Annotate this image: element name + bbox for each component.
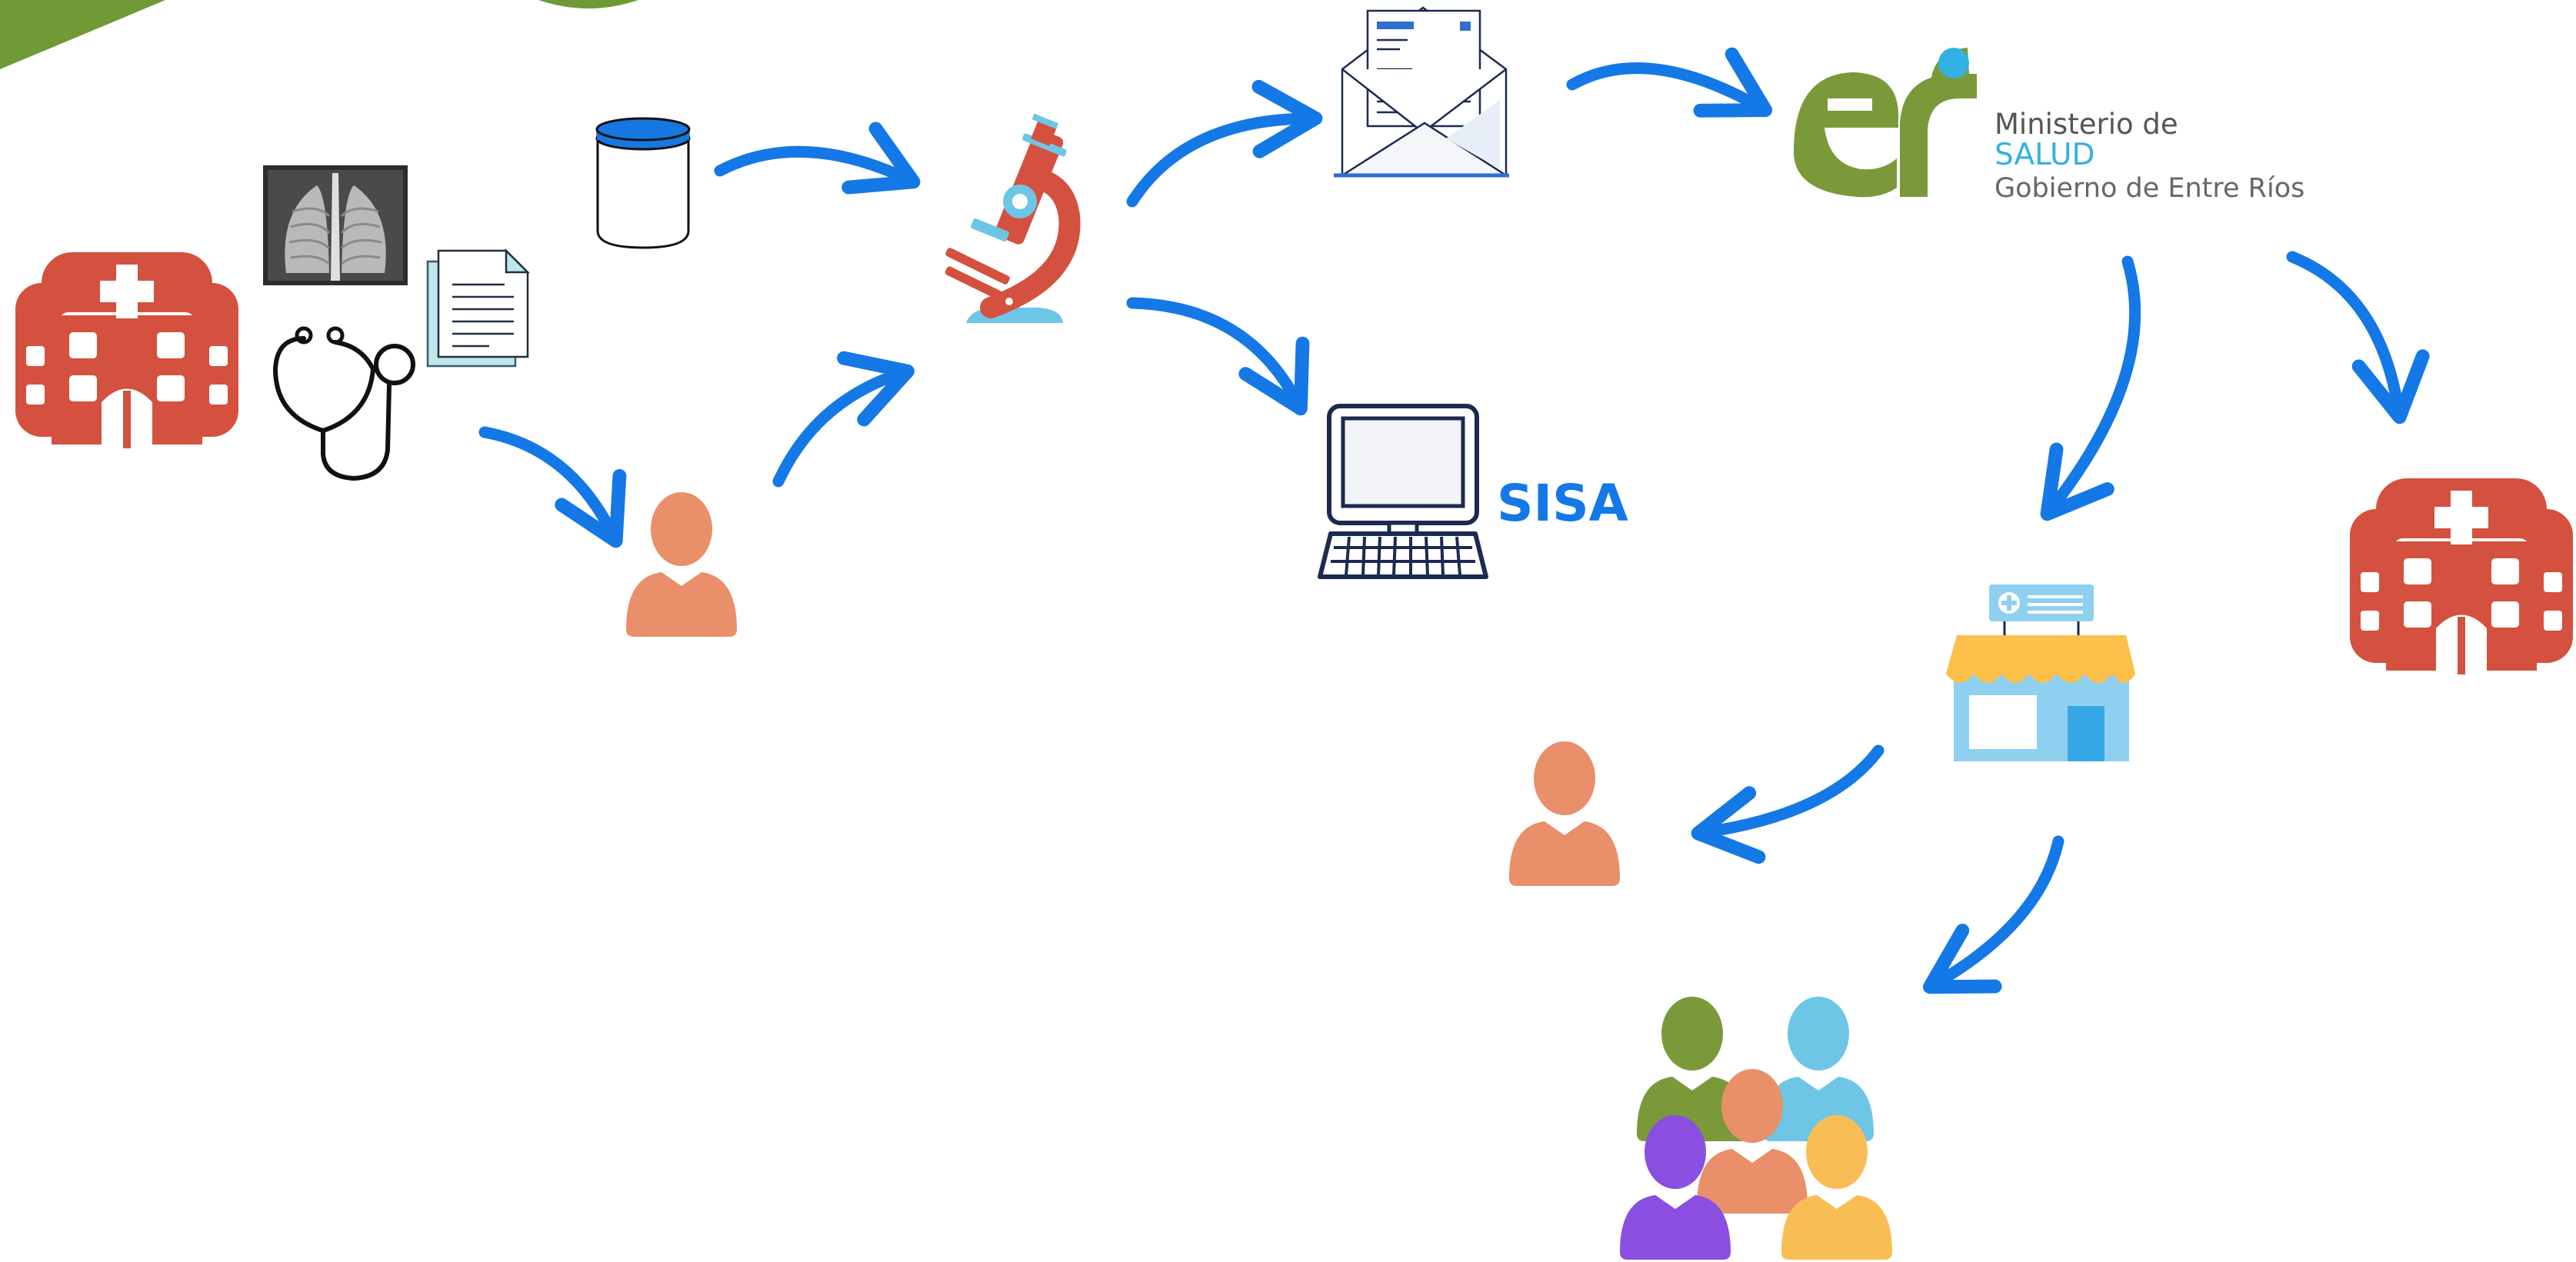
flow-arrow [714,122,921,195]
group-icon [1620,997,1892,1260]
specimen-container-icon [595,117,691,249]
corner-decoration [538,0,638,8]
flow-arrow [478,426,627,548]
document-icon [426,248,531,368]
computer-icon [1318,404,1488,579]
ministry-salud: SALUD [1994,138,2095,172]
ministry-name: Ministerio de [1994,108,2178,141]
person-icon [1509,741,1620,886]
flow-arrow [1126,297,1310,416]
ministry-government: Gobierno de Entre Ríos [1994,173,2304,204]
microscope-icon [945,113,1081,323]
flow-arrow [1923,835,2064,994]
hospital-icon [15,252,238,448]
envelope-icon [1334,6,1509,178]
flow-arrow [2040,255,2141,521]
ministry-logo: Ministerio de SALUD Gobierno de Entre Rí… [1793,48,2304,204]
stethoscope-icon [272,326,415,481]
person-icon [626,492,737,637]
flow-arrow [1566,47,1773,118]
flow-arrow [1691,744,1885,864]
flow-arrow [772,351,915,488]
clinic-icon [1946,584,2135,761]
xray-image [263,165,408,285]
flow-arrow [1126,79,1323,208]
flow-arrow [2286,251,2430,425]
hospital-icon [2350,478,2573,674]
sisa-label: SISA [1497,474,1628,533]
corner-decoration [0,0,165,69]
